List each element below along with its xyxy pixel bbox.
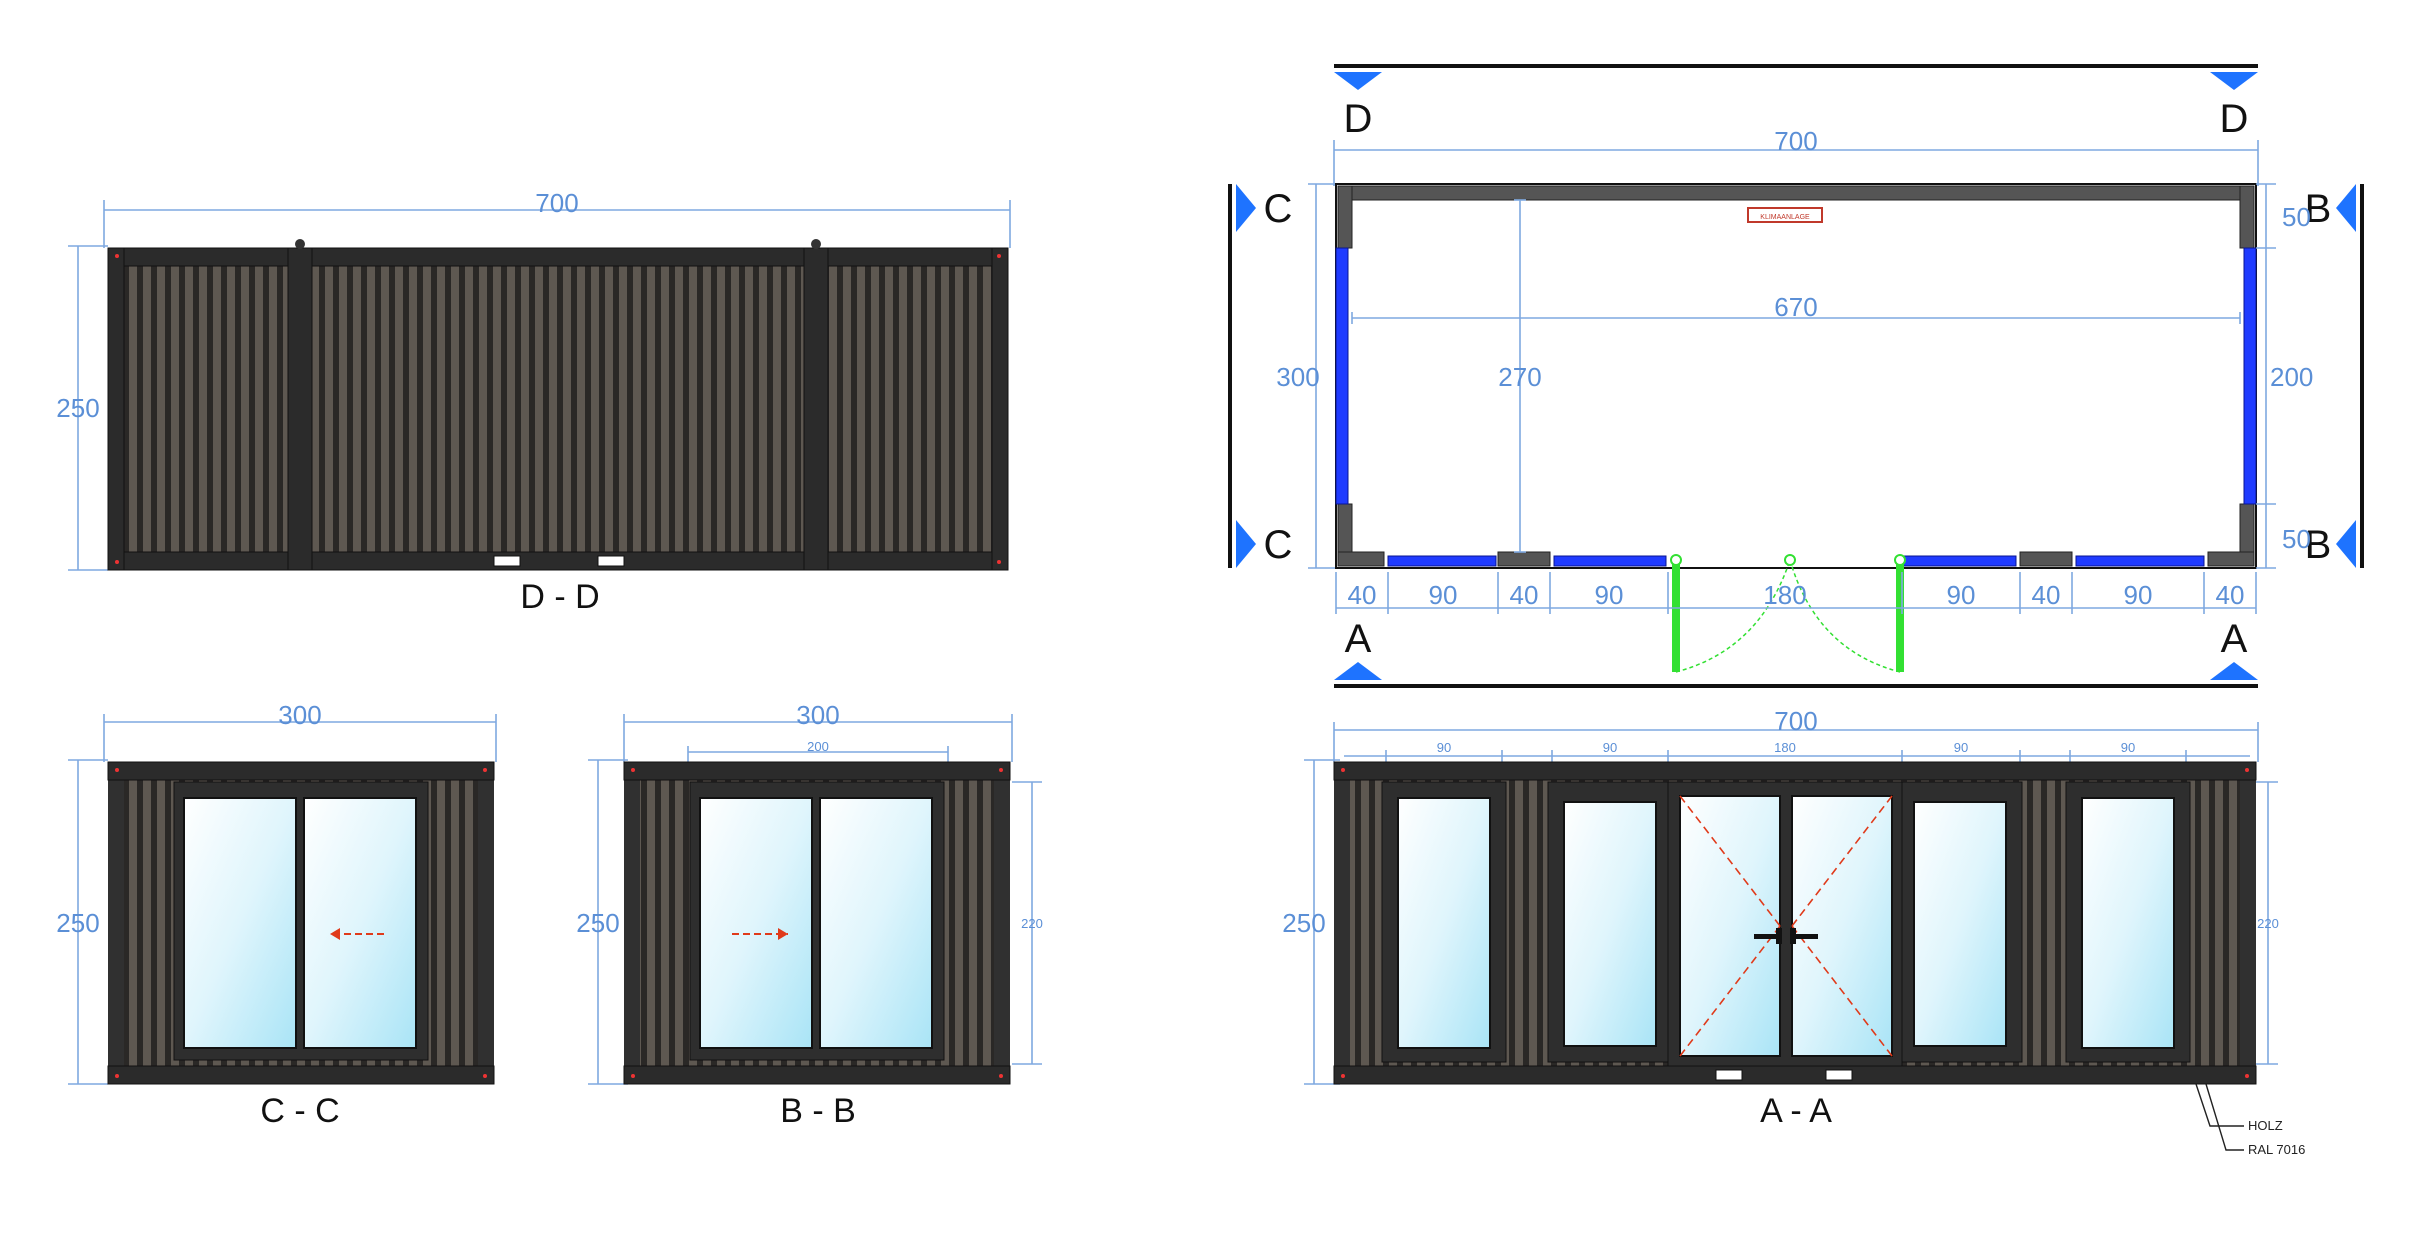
aa-title: A - A	[1760, 1092, 1832, 1130]
section-mark-a-left: A	[1345, 617, 1372, 661]
plan-bottom-seg-5: 90	[1947, 580, 1976, 610]
section-mark-b-bottom: B	[2305, 523, 2332, 567]
dd-width-dimension: 700	[535, 188, 578, 218]
section-mark-c-top: C	[1264, 187, 1293, 231]
plan-total-width-dimension: 700	[1774, 126, 1817, 156]
section-mark-c-bottom: C	[1264, 523, 1293, 567]
bb-title: B - B	[780, 1092, 856, 1130]
aa-window-height-dimension: 220	[2257, 916, 2279, 931]
plan-inner-depth-dimension: 270	[1498, 362, 1541, 392]
aa-segment-3: 90	[1954, 740, 1968, 755]
plan-bottom-dimension-ticks	[1335, 572, 2257, 614]
elevation-c-c: 300 250 C - C	[56, 700, 497, 1130]
section-mark-d-left: D	[1344, 97, 1373, 141]
plan-bottom-seg-0: 40	[1348, 580, 1377, 610]
aa-note-ral: RAL 7016	[2248, 1142, 2305, 1157]
aa-segment-0: 90	[1437, 740, 1451, 755]
plan-right-seg-0: 50	[2282, 202, 2311, 232]
aa-segment-1: 90	[1603, 740, 1617, 755]
cc-height-dimension: 250	[56, 908, 99, 938]
bb-width-dimension: 300	[796, 700, 839, 730]
aa-segment-4: 90	[2121, 740, 2135, 755]
plan-bottom-seg-4: 180	[1763, 580, 1806, 610]
elevation-a-a: 700 90 90 180 90 90 250 220	[1282, 706, 2305, 1157]
plan-bottom-seg-7: 90	[2124, 580, 2153, 610]
bb-window-height-dimension: 220	[1021, 916, 1043, 931]
ac-label: KLIMAANLAGE	[1760, 214, 1810, 221]
bb-window-width-dimension: 200	[807, 739, 829, 754]
dd-title: D - D	[520, 578, 599, 616]
dd-height-dimension: 250	[56, 393, 99, 423]
plan-right-seg-1: 200	[2270, 362, 2313, 392]
aa-width-dimension: 700	[1774, 706, 1817, 736]
plan-bottom-seg-1: 90	[1429, 580, 1458, 610]
section-mark-a-right: A	[2221, 617, 2248, 661]
plan-right-seg-2: 50	[2282, 524, 2311, 554]
bb-height-dimension: 250	[576, 908, 619, 938]
plan-bottom-seg-2: 40	[1510, 580, 1539, 610]
elevation-d-d: 700 250 D - D	[56, 188, 1011, 616]
aa-segment-2: 180	[1774, 740, 1796, 755]
plan-bottom-seg-6: 40	[2032, 580, 2061, 610]
aa-note-holz: HOLZ	[2248, 1118, 2283, 1133]
plan-bottom-seg-3: 90	[1595, 580, 1624, 610]
floor-plan: D D 700 C C B B 300	[1228, 64, 2364, 688]
plan-bottom-seg-8: 40	[2216, 580, 2245, 610]
section-mark-d-right: D	[2220, 97, 2249, 141]
cc-width-dimension: 300	[278, 700, 321, 730]
aa-height-dimension: 250	[1282, 908, 1325, 938]
elevation-b-b: 300 200 250 220 B - B	[576, 700, 1043, 1130]
plan-inner-width-dimension: 670	[1774, 292, 1817, 322]
plan-depth-dimension: 300	[1276, 362, 1319, 392]
cc-title: C - C	[260, 1092, 339, 1130]
section-mark-b-top: B	[2305, 187, 2332, 231]
